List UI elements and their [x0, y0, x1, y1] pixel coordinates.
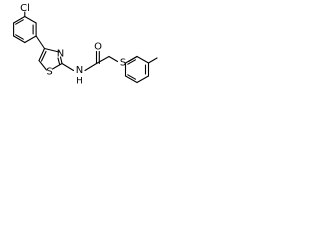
- bond: [43, 47, 60, 53]
- bond: [57, 57, 61, 65]
- thiazole-ring: [38, 47, 63, 71]
- bond: [15, 34, 24, 40]
- bond: [51, 62, 63, 70]
- bond: [136, 75, 150, 84]
- bond: [13, 35, 26, 44]
- bond: [147, 57, 158, 64]
- bond: [108, 55, 119, 63]
- thiazole-sulfur-label: S: [46, 67, 52, 78]
- tolyl-ring: [124, 55, 158, 84]
- bond: [13, 15, 26, 24]
- bond: [15, 19, 24, 25]
- bond: [24, 15, 37, 24]
- amide-nitrogen-label: N: [76, 65, 83, 76]
- thiazole-nitrogen-label: N: [57, 49, 64, 60]
- bond: [124, 55, 138, 64]
- bond: [124, 75, 138, 84]
- bond: [38, 59, 48, 71]
- chlorophenyl-ring: [13, 11, 46, 50]
- bond: [127, 59, 137, 65]
- amide-hydrogen-label: H: [76, 77, 83, 87]
- acetamide-linker: [61, 50, 119, 72]
- bond: [40, 50, 47, 62]
- bond: [35, 35, 46, 50]
- carbonyl-oxygen-label: O: [94, 42, 102, 53]
- bond: [84, 62, 98, 72]
- bond: [95, 55, 110, 65]
- chlorine-atom-label: Cl: [20, 3, 30, 14]
- bond: [127, 74, 137, 80]
- bond: [59, 56, 63, 65]
- bond: [61, 62, 75, 72]
- thioether-sulfur-label: S: [120, 58, 126, 69]
- bond: [24, 35, 37, 44]
- bond: [136, 55, 150, 64]
- structure-canvas: Cl N S N H O S: [0, 0, 203, 116]
- bond: [38, 47, 46, 62]
- molecule-diagram: Cl N S N H O S: [13, 3, 158, 87]
